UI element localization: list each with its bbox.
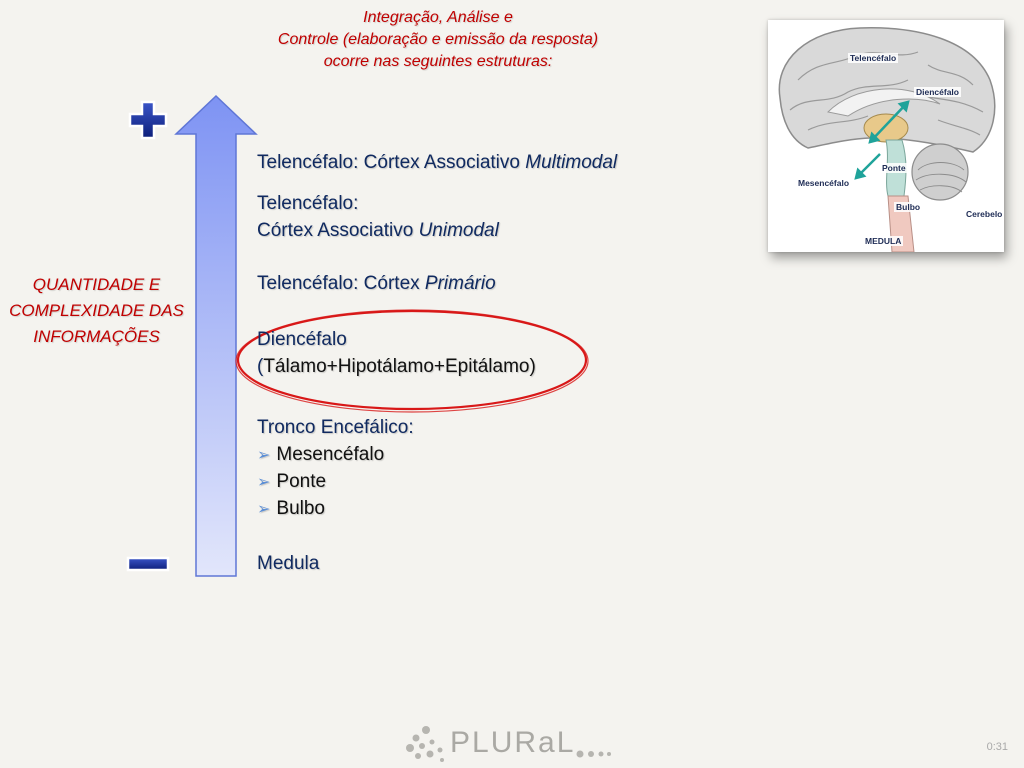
tronco-title: Tronco Encefálico:	[257, 417, 414, 438]
label-medula: MEDULA	[863, 236, 904, 246]
label-diencefalo: Diencéfalo	[914, 87, 961, 97]
bullet-arrow-icon: ➢	[257, 447, 271, 464]
up-arrow-shape	[174, 94, 258, 577]
medula-title: Medula	[257, 553, 320, 574]
logo-text: PLURaL	[450, 726, 576, 759]
multimodal-italic: Multimodal	[525, 152, 618, 173]
side-label-line-2: COMPLEXIDADE DAS	[9, 301, 184, 320]
item-telencefalo-primario: Telencéfalo: Córtex Primário	[257, 273, 496, 295]
plural-logo: PLURaL	[404, 722, 624, 766]
bullet-arrow-icon: ➢	[257, 474, 271, 491]
item-telencefalo-unimodal: Córtex Associativo Unimodal	[257, 220, 499, 242]
side-label-line-1: QUANTIDADE E	[32, 275, 161, 294]
label-ponte: Ponte	[880, 163, 908, 173]
tronco-item-mesencefalo: Mesencéfalo	[276, 444, 385, 465]
item-medula: Medula	[257, 553, 319, 575]
unimodal-title: Telencéfalo:	[257, 193, 359, 214]
bullet-arrow-icon: ➢	[257, 501, 271, 518]
scale-arrow	[126, 94, 258, 577]
diencefalo-highlight-ellipse	[235, 309, 589, 413]
quantity-complexity-label: QUANTIDADE E COMPLEXIDADE DAS INFORMAÇÕE…	[0, 272, 193, 350]
brain-illustration: Telencéfalo Diencéfalo Ponte Mesencéfalo…	[768, 20, 1005, 253]
primario-prefix: Telencéfalo: Córtex	[257, 273, 425, 294]
logo-trailing-dots-icon	[576, 750, 611, 758]
diencefalo-parts: Tálamo+Hipotálamo+Epitálamo)	[263, 356, 536, 377]
title-line-2: Controle (elaboração e emissão da respos…	[277, 31, 599, 48]
list-item: ➢ Ponte	[257, 471, 326, 493]
minus-icon	[126, 556, 170, 572]
logo-dots-icon	[406, 726, 444, 762]
multimodal-prefix: Telencéfalo: Córtex Associativo	[257, 152, 526, 173]
item-diencefalo-parts: (Tálamo+Hipotálamo+Epitálamo)	[257, 356, 536, 378]
item-telencefalo-multimodal: Telencéfalo: Córtex Associativo Multimod…	[257, 152, 617, 174]
plus-icon	[128, 100, 168, 140]
item-telencefalo-unimodal-title: Telencéfalo:	[257, 193, 358, 215]
slide-timer: 0:31	[986, 741, 1008, 753]
list-item: ➢ Bulbo	[257, 498, 325, 520]
diencefalo-title: Diencéfalo	[257, 329, 347, 350]
title-line-1: Integração, Análise e	[363, 9, 513, 26]
side-label-line-3: INFORMAÇÕES	[33, 327, 160, 346]
diencefalo-paren: (	[257, 356, 264, 377]
item-tronco-title: Tronco Encefálico:	[257, 417, 414, 439]
tronco-item-ponte: Ponte	[276, 471, 327, 492]
label-bulbo: Bulbo	[894, 202, 923, 212]
label-cerebelo: Cerebelo	[964, 209, 1005, 219]
title-line-3: ocorre nas seguintes estruturas:	[323, 53, 553, 70]
slide-title: Integração, Análise e Controle (elaboraç…	[238, 7, 638, 73]
label-telencefalo: Telencéfalo	[848, 53, 899, 63]
unimodal-prefix: Córtex Associativo	[257, 220, 419, 241]
item-diencefalo-title: Diencéfalo	[257, 329, 347, 351]
tronco-item-bulbo: Bulbo	[276, 498, 326, 519]
primario-italic: Primário	[424, 273, 496, 294]
unimodal-italic: Unimodal	[418, 220, 499, 241]
list-item: ➢ Mesencéfalo	[257, 444, 384, 466]
label-mesencefalo: Mesencéfalo	[796, 178, 852, 188]
